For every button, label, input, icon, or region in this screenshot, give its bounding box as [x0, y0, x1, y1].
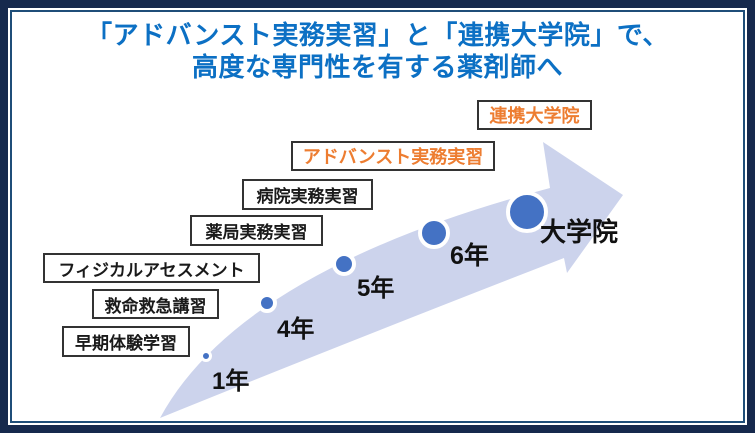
program-label-first-aid: 救命救急講習 [92, 289, 219, 319]
milestone-dot-year4 [257, 293, 277, 313]
milestone-label-year5: 5年 [357, 275, 395, 302]
title-line-1: 「アドバンスト実務実習」と「連携大学院」で、 [86, 20, 669, 50]
program-label-graduate-school: 連携大学院 [477, 100, 592, 130]
program-label-physical-assessment: フィジカルアセスメント [43, 253, 260, 283]
title-line-2: 高度な専門性を有する薬剤師へ [191, 52, 563, 82]
milestone-dot-year5 [332, 252, 356, 276]
program-label-advanced-training: アドバンスト実務実習 [291, 141, 495, 171]
program-label-early-learning: 早期体験学習 [62, 326, 190, 357]
milestone-dot-year1 [200, 350, 212, 362]
milestone-label-gradschool: 大学院 [540, 217, 619, 247]
milestone-label-year1: 1年 [212, 368, 250, 395]
milestone-dot-gradschool [506, 191, 548, 233]
slide-title: 「アドバンスト実務実習」と「連携大学院」で、 高度な専門性を有する薬剤師へ [12, 19, 743, 83]
milestone-dot-year6 [418, 217, 450, 249]
milestone-label-year6: 6年 [450, 242, 489, 270]
milestone-label-year4: 4年 [277, 316, 315, 343]
program-label-pharmacy-training: 薬局実務実習 [190, 215, 323, 246]
program-label-hospital-training: 病院実務実習 [242, 179, 373, 210]
